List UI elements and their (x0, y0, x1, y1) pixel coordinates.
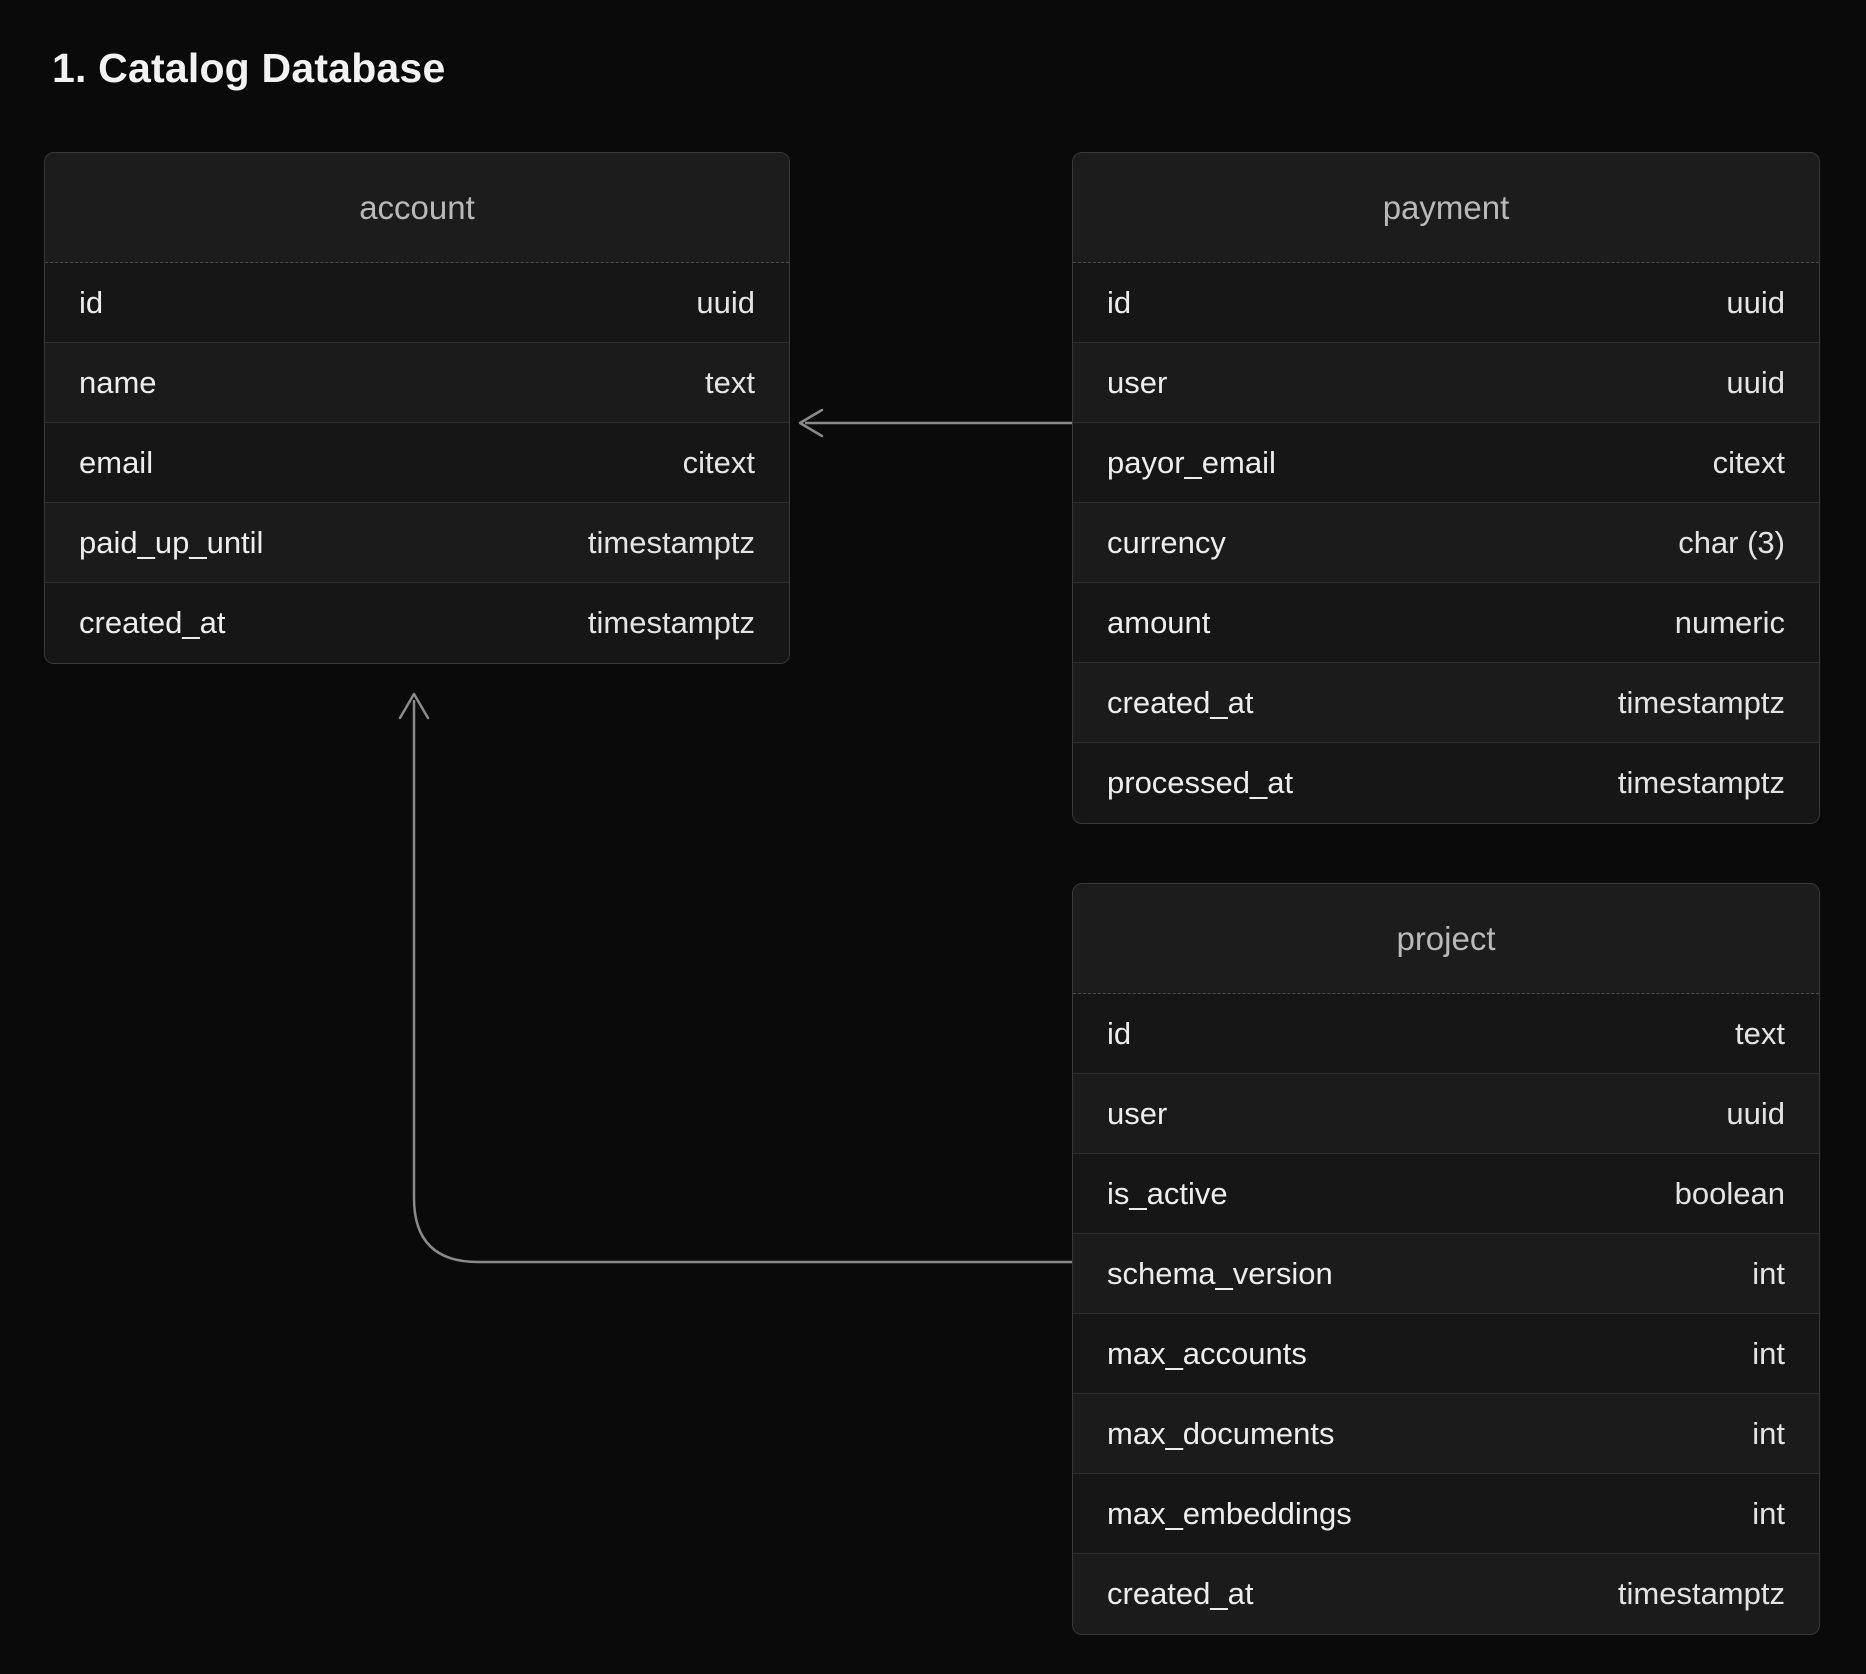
column-name: id (1107, 1015, 1132, 1051)
table-row[interactable]: is_active boolean (1073, 1154, 1819, 1234)
column-type: timestamptz (1617, 1576, 1785, 1611)
table-title-project: project (1073, 884, 1819, 994)
table-payment[interactable]: payment id uuid user uuid payor_email ci… (1072, 152, 1820, 824)
column-name: created_at (1107, 1576, 1254, 1611)
connector-payment-to-account (798, 408, 1072, 438)
column-type: numeric (1674, 604, 1785, 640)
column-type: text (1735, 1015, 1785, 1051)
column-name: currency (1107, 524, 1226, 560)
column-type: int (1752, 1255, 1785, 1291)
connector-project-to-account (398, 692, 1072, 1264)
column-name: id (1107, 284, 1132, 320)
column-name: id (79, 284, 104, 320)
column-name: email (79, 444, 154, 480)
table-title-account: account (45, 153, 789, 263)
table-row[interactable]: user uuid (1073, 343, 1819, 423)
table-row[interactable]: created_at timestamptz (45, 583, 789, 663)
table-row[interactable]: paid_up_until timestamptz (45, 503, 789, 583)
table-row[interactable]: email citext (45, 423, 789, 503)
table-row[interactable]: processed_at timestamptz (1073, 743, 1819, 823)
column-type: citext (1712, 444, 1785, 480)
column-name: payor_email (1107, 444, 1276, 480)
column-type: uuid (1726, 364, 1785, 400)
table-project[interactable]: project id text user uuid is_active bool… (1072, 883, 1820, 1635)
table-row[interactable]: currency char (3) (1073, 503, 1819, 583)
column-name: created_at (1107, 684, 1254, 720)
column-type: citext (682, 444, 755, 480)
column-type: timestamptz (1617, 684, 1785, 720)
table-row[interactable]: amount numeric (1073, 583, 1819, 663)
column-name: user (1107, 1095, 1168, 1131)
table-row[interactable]: max_documents int (1073, 1394, 1819, 1474)
column-type: int (1752, 1335, 1785, 1371)
page-title: 1. Catalog Database (52, 45, 446, 91)
table-columns-account: id uuid name text email citext paid_up_u… (45, 263, 789, 663)
table-row[interactable]: payor_email citext (1073, 423, 1819, 503)
table-row[interactable]: created_at timestamptz (1073, 1554, 1819, 1634)
column-name: user (1107, 364, 1168, 400)
column-type: uuid (1726, 284, 1785, 320)
table-columns-payment: id uuid user uuid payor_email citext cur… (1073, 263, 1819, 823)
table-title-payment: payment (1073, 153, 1819, 263)
table-row[interactable]: name text (45, 343, 789, 423)
column-name: max_documents (1107, 1415, 1335, 1451)
column-type: int (1752, 1415, 1785, 1451)
column-type: boolean (1674, 1175, 1785, 1211)
column-type: timestamptz (587, 524, 755, 560)
column-name: name (79, 364, 157, 400)
column-type: uuid (696, 284, 755, 320)
table-row[interactable]: created_at timestamptz (1073, 663, 1819, 743)
column-name: processed_at (1107, 765, 1294, 800)
table-row[interactable]: id uuid (1073, 263, 1819, 343)
table-row[interactable]: max_accounts int (1073, 1314, 1819, 1394)
column-name: paid_up_until (79, 524, 264, 560)
table-row[interactable]: id text (1073, 994, 1819, 1074)
column-name: amount (1107, 604, 1211, 640)
column-name: is_active (1107, 1175, 1228, 1211)
table-columns-project: id text user uuid is_active boolean sche… (1073, 994, 1819, 1634)
column-type: char (3) (1678, 524, 1785, 560)
table-row[interactable]: user uuid (1073, 1074, 1819, 1154)
column-name: schema_version (1107, 1255, 1333, 1291)
column-type: text (705, 364, 755, 400)
column-type: int (1752, 1495, 1785, 1531)
table-row[interactable]: max_embeddings int (1073, 1474, 1819, 1554)
table-account[interactable]: account id uuid name text email citext p… (44, 152, 790, 664)
table-row[interactable]: id uuid (45, 263, 789, 343)
column-type: timestamptz (587, 605, 755, 640)
table-row[interactable]: schema_version int (1073, 1234, 1819, 1314)
column-name: created_at (79, 605, 226, 640)
column-name: max_accounts (1107, 1335, 1307, 1371)
column-type: timestamptz (1617, 765, 1785, 800)
column-type: uuid (1726, 1095, 1785, 1131)
column-name: max_embeddings (1107, 1495, 1352, 1531)
